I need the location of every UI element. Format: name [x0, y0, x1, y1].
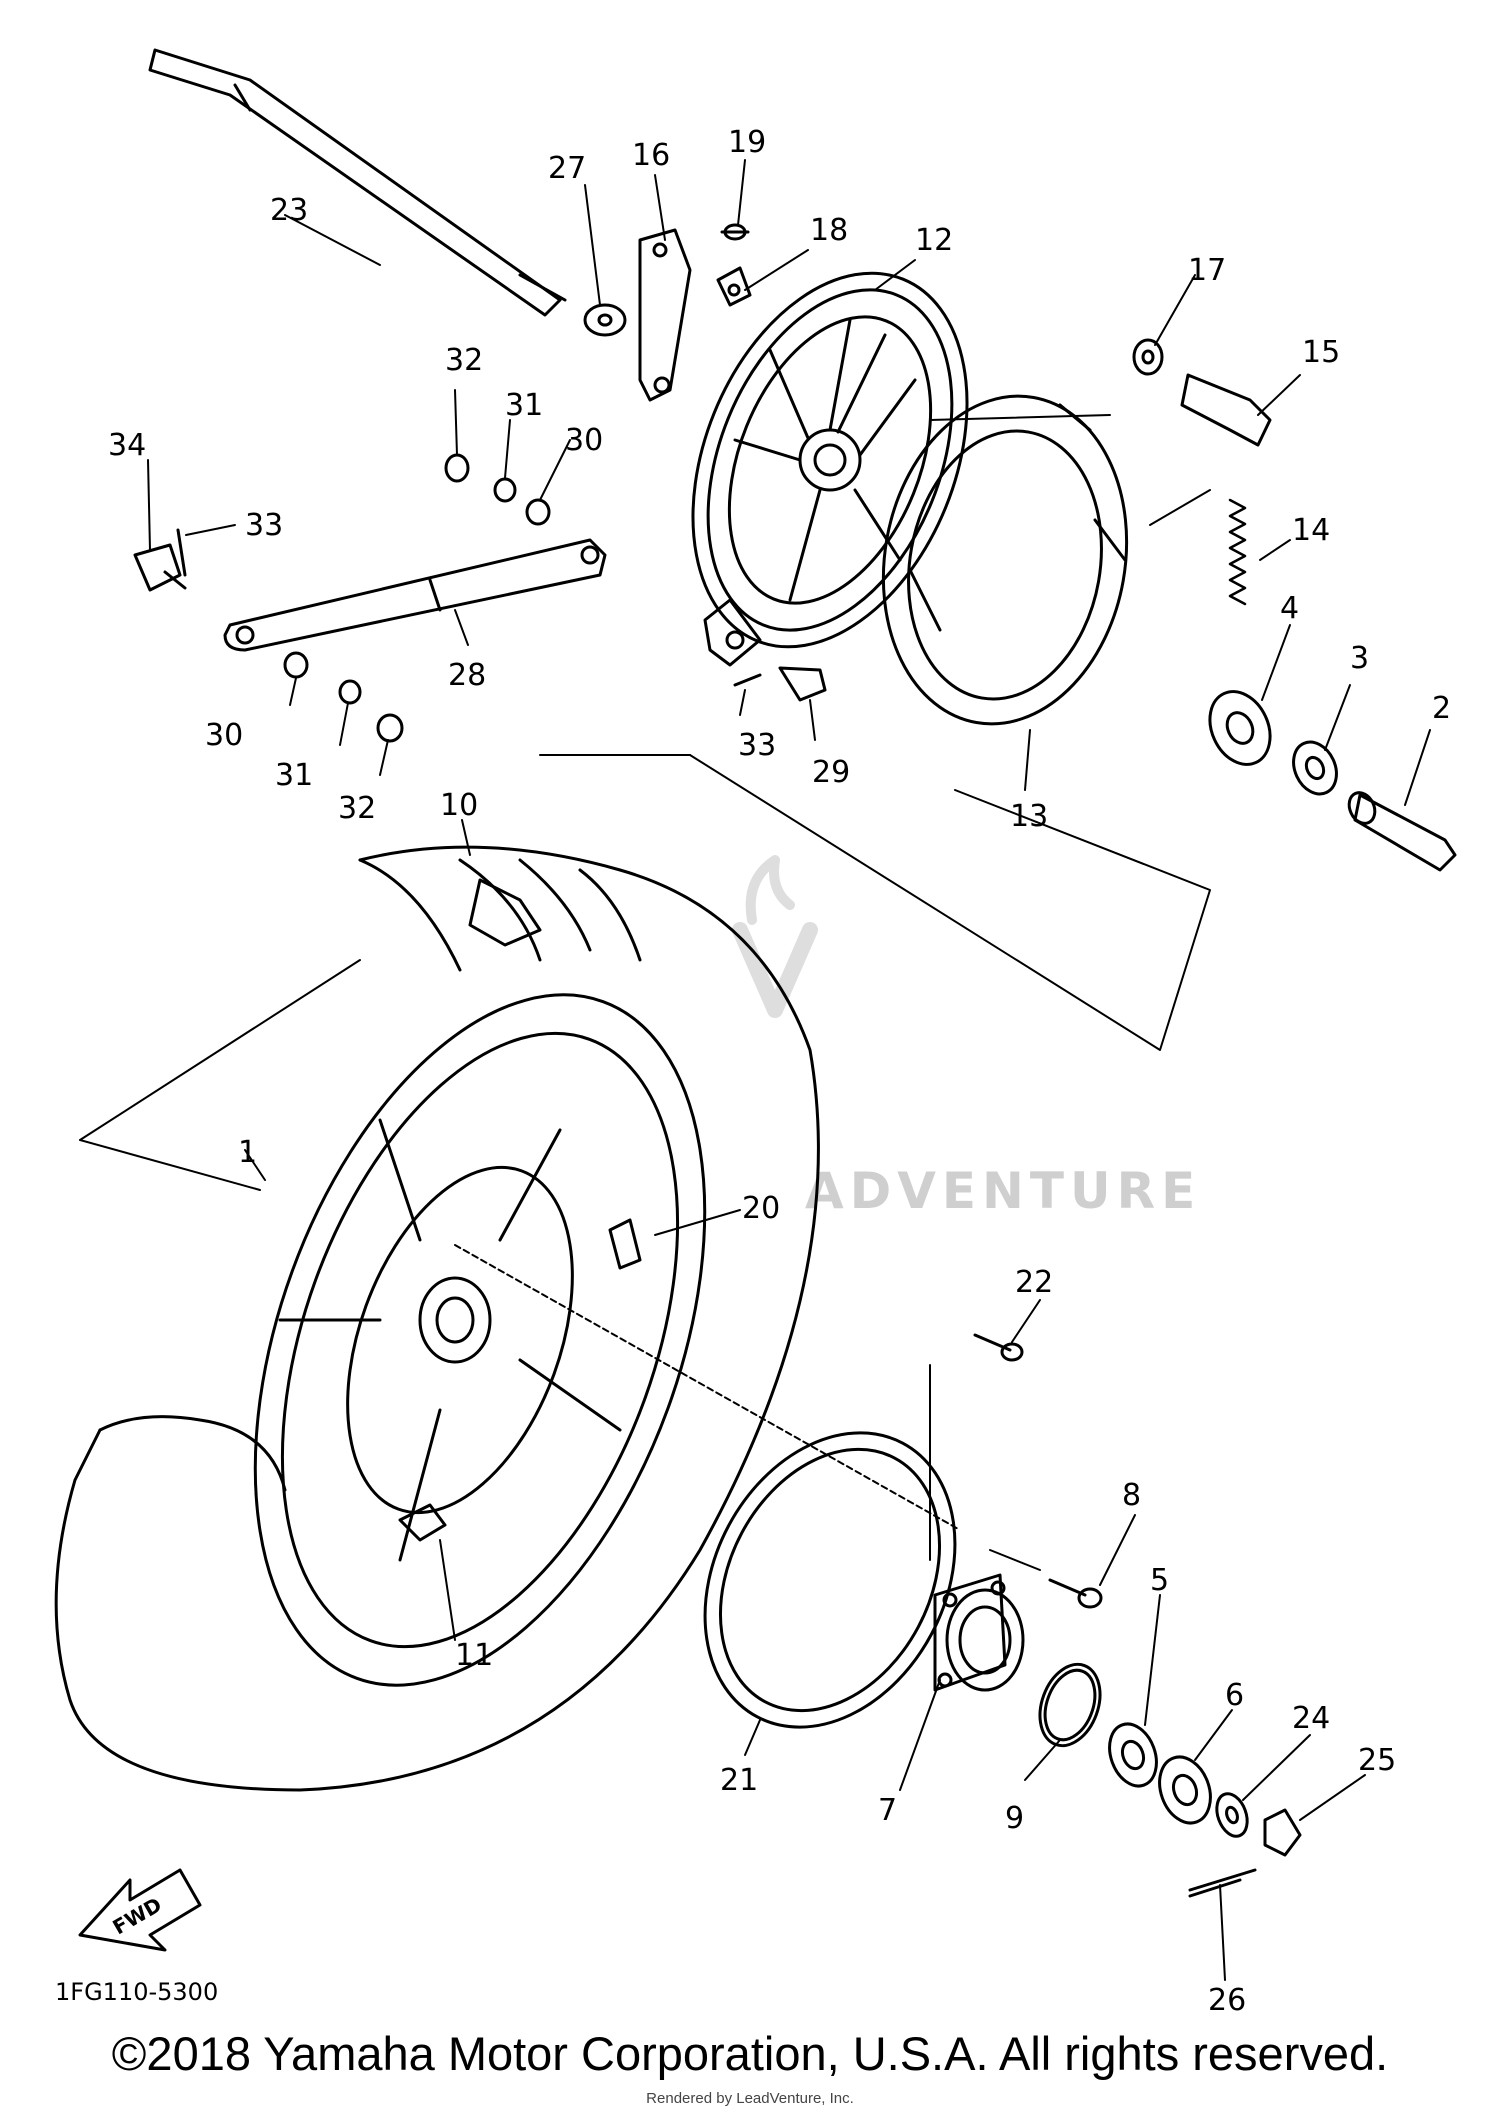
- label-27: 27: [548, 151, 586, 186]
- rim-band: [703, 1431, 957, 1729]
- tension-bar: [223, 538, 607, 652]
- collar: [1132, 338, 1164, 376]
- watermark-text: ADVENTURE: [805, 1162, 1201, 1220]
- label-22: 22: [1015, 1265, 1053, 1300]
- label-26: 26: [1208, 1983, 1246, 2018]
- leader-lines: [147, 159, 1431, 1981]
- bolt-29: [778, 666, 827, 702]
- watermark: ADVENTURE: [732, 855, 1201, 1220]
- label-29: 29: [812, 755, 850, 790]
- label-21: 21: [720, 1763, 758, 1798]
- brake-shoes: [881, 394, 1129, 726]
- label-31-lower: 31: [275, 758, 313, 793]
- label-18: 18: [810, 213, 848, 248]
- bolt-8: [1048, 1578, 1103, 1609]
- label-7: 7: [878, 1793, 897, 1828]
- cam-shaft: [1180, 373, 1272, 447]
- label-2: 2: [1432, 691, 1451, 726]
- wheel-rim: [253, 993, 707, 1687]
- oil-seal: [1292, 740, 1338, 796]
- valve: [398, 1503, 447, 1542]
- label-1: 1: [238, 1135, 257, 1170]
- label-17: 17: [1188, 253, 1226, 288]
- washer-24: [1215, 1792, 1249, 1838]
- label-19: 19: [728, 125, 766, 160]
- bearing-6: [1158, 1755, 1212, 1825]
- label-24: 24: [1292, 1701, 1330, 1736]
- label-33-upper: 33: [245, 508, 283, 543]
- label-4: 4: [1280, 591, 1299, 626]
- washer: [583, 303, 627, 337]
- fastener-group-upper: [444, 453, 551, 526]
- label-9: 9: [1005, 1801, 1024, 1836]
- indicator-plate: [716, 266, 752, 307]
- cam-lever: [638, 228, 692, 402]
- label-10: 10: [440, 788, 478, 823]
- fwd-arrow: FWD: [78, 1868, 202, 1952]
- label-14: 14: [1292, 513, 1330, 548]
- cotter-pin-26: [1188, 1868, 1257, 1898]
- label-8: 8: [1122, 1478, 1141, 1513]
- label-3: 3: [1350, 641, 1369, 676]
- spring: [1228, 498, 1247, 606]
- bearing-5: [1108, 1722, 1158, 1788]
- bolt-34: [133, 528, 187, 592]
- label-34: 34: [108, 428, 146, 463]
- label-28: 28: [448, 658, 486, 693]
- bolt-small: [720, 223, 750, 241]
- label-23: 23: [270, 193, 308, 228]
- label-5: 5: [1150, 1563, 1169, 1598]
- assembly-outline: [79, 414, 1211, 1571]
- label-15: 15: [1302, 335, 1340, 370]
- label-11: 11: [455, 1638, 493, 1673]
- bolt-22: [973, 1333, 1024, 1362]
- label-32-upper: 32: [445, 343, 483, 378]
- axle: [148, 48, 567, 317]
- label-13: 13: [1010, 799, 1048, 834]
- label-16: 16: [632, 138, 670, 173]
- diagram-code: 1FG110-5300: [55, 1978, 218, 2006]
- cotter-pin: [733, 673, 762, 687]
- label-25: 25: [1358, 1743, 1396, 1778]
- brake-shoe-plate: [691, 271, 969, 667]
- label-32-lower: 32: [338, 791, 376, 826]
- label-30-lower: 30: [205, 718, 243, 753]
- spacer: [1347, 791, 1457, 872]
- label-30-upper: 30: [565, 423, 603, 458]
- tire: [54, 845, 820, 1792]
- copyright-notice: ©2018 Yamaha Motor Corporation, U.S.A. A…: [111, 2027, 1389, 2080]
- label-12: 12: [915, 223, 953, 258]
- bearing: [1208, 690, 1272, 766]
- rendered-by-note: Rendered by LeadVenture, Inc.: [646, 2090, 854, 2107]
- sprocket-hub: [933, 1573, 1025, 1692]
- o-ring: [1038, 1662, 1102, 1748]
- axle-nut: [1263, 1808, 1302, 1857]
- label-33-lower: 33: [738, 728, 776, 763]
- fastener-group-lower: [283, 651, 404, 743]
- label-31-upper: 31: [505, 388, 543, 423]
- label-20: 20: [742, 1191, 780, 1226]
- label-6: 6: [1225, 1678, 1244, 1713]
